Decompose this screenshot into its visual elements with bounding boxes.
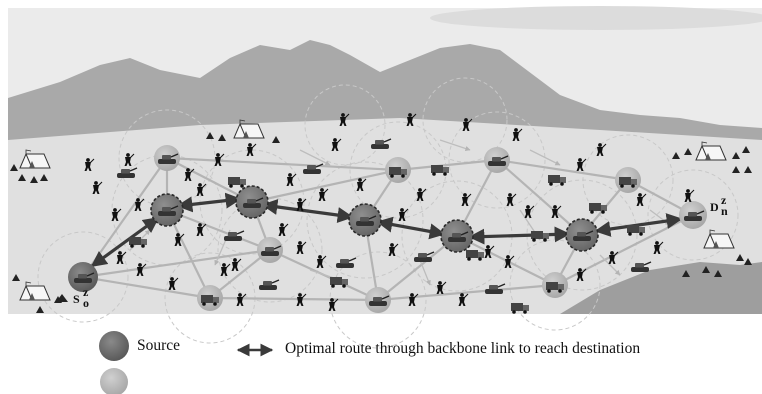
svg-text:n: n	[721, 204, 728, 218]
svg-text:D: D	[710, 200, 719, 214]
source-node-label: S z o	[56, 285, 89, 310]
legend-source-label: Source	[137, 337, 181, 354]
svg-text:o: o	[83, 296, 89, 310]
water	[560, 262, 762, 314]
svg-text:z: z	[83, 285, 89, 299]
svg-text:S: S	[73, 292, 80, 306]
svg-text:z: z	[721, 193, 727, 207]
mountains	[8, 40, 762, 150]
cloud	[430, 6, 762, 30]
destination-node-label: D z n	[710, 193, 728, 218]
legend-node-swatch	[100, 368, 128, 394]
ground	[8, 118, 762, 314]
legend-route-label: Optimal route through backbone link to r…	[285, 340, 641, 357]
legend-source-swatch	[99, 331, 129, 361]
